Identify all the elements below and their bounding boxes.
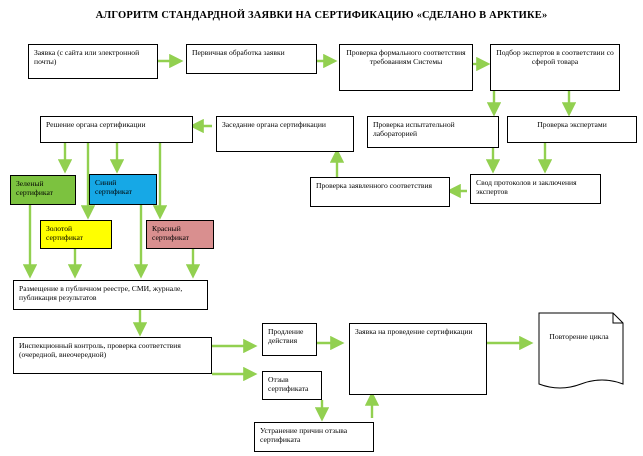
node-zayavka-provedenie: Заявка на проведение сертификации	[349, 323, 487, 395]
node-label: Размещение в публичном реестре, СМИ, жур…	[19, 284, 183, 302]
node-proverka-zayav: Проверка заявленного соответствия	[310, 177, 450, 207]
cert-zeleny: Зеленый сертификат	[10, 175, 76, 205]
node-zasedanie: Заседание органа сертификации	[216, 116, 354, 152]
node-label: Продление действия	[268, 327, 304, 345]
node-label: Отзыв сертификата	[268, 375, 309, 393]
node-label: Подбор экспертов в соответствии со сферо…	[496, 48, 614, 66]
node-ustranenie: Устранение причин отзыва сертификата	[254, 422, 374, 452]
node-svod: Свод протоколов и заключения экспертов	[470, 174, 601, 204]
node-razmeshenie: Размещение в публичном реестре, СМИ, жур…	[13, 280, 208, 310]
node-povtorenie: Повторение цикла	[549, 332, 609, 341]
node-pervichnaya: Первичная обработка заявки	[186, 44, 317, 74]
node-label: Проверка заявленного соответствия	[316, 181, 433, 190]
node-label: Проверка испытательной лабораторией	[373, 120, 455, 138]
cert-zolotoy: Золотой сертификат	[40, 220, 112, 249]
node-label: Проверка экспертами	[537, 120, 607, 129]
cert-krasny: Красный сертификат	[146, 220, 214, 249]
node-proverka-exp: Проверка экспертами	[507, 116, 637, 143]
node-label: Решение органа сертификации	[46, 120, 146, 129]
node-label: Проверка формального соответствия требов…	[346, 48, 466, 66]
node-inspekcionny: Инспекционный контроль, проверка соответ…	[13, 337, 212, 374]
node-podbor: Подбор экспертов в соответствии со сферо…	[490, 44, 620, 91]
node-label: Первичная обработка заявки	[192, 48, 285, 57]
node-label: Заявка (с сайта или электронной почты)	[34, 48, 140, 66]
node-label: Синий сертификат	[95, 178, 132, 196]
node-label: Свод протоколов и заключения экспертов	[476, 178, 577, 196]
node-zayavka: Заявка (с сайта или электронной почты)	[28, 44, 158, 79]
node-label: Устранение причин отзыва сертификата	[260, 426, 348, 444]
node-label: Зеленый сертификат	[16, 179, 53, 197]
node-povtorenie-shape	[538, 312, 624, 389]
node-reshenie: Решение органа сертификации	[40, 116, 193, 143]
node-otzyv: Отзыв сертификата	[262, 371, 322, 400]
node-label: Красный сертификат	[152, 224, 189, 242]
diagram-title: АЛГОРИТМ СТАНДАРДНОЙ ЗАЯВКИ НА СЕРТИФИКА…	[95, 10, 548, 21]
node-label: Инспекционный контроль, проверка соответ…	[19, 341, 181, 359]
cert-siniy: Синий сертификат	[89, 174, 157, 205]
node-proverka-lab: Проверка испытательной лабораторией	[367, 116, 499, 148]
node-label: Золотой сертификат	[46, 224, 83, 242]
node-prodlenie: Продление действия	[262, 323, 317, 356]
node-label: Заявка на проведение сертификации	[355, 327, 473, 336]
node-proverka-format: Проверка формального соответствия требов…	[339, 44, 473, 91]
node-label: Заседание органа сертификации	[222, 120, 326, 129]
